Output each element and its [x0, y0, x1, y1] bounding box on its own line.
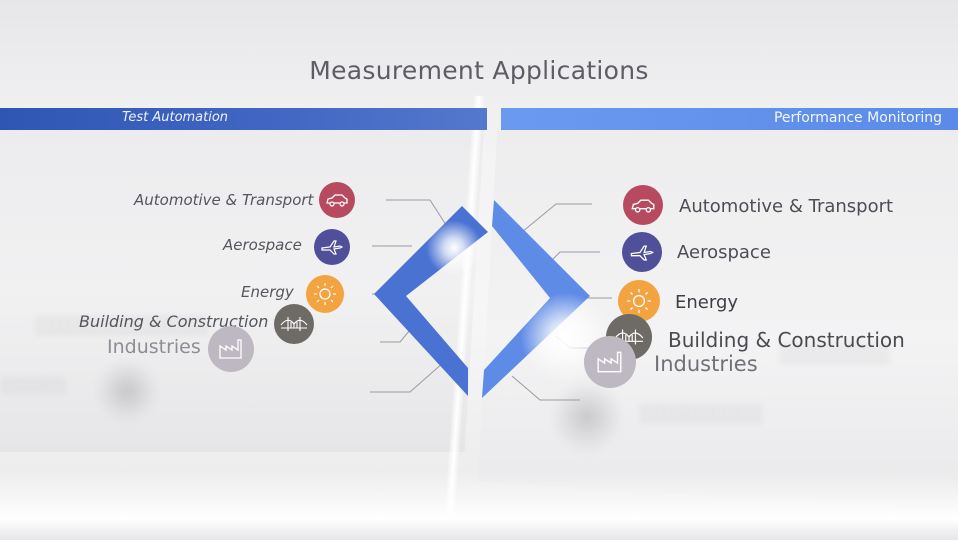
car-icon — [326, 194, 348, 207]
left-aerospace-icon-circle — [314, 229, 350, 265]
sun-icon — [314, 283, 336, 305]
bridge-icon — [280, 317, 308, 331]
performance-monitoring-header: Performance Monitoring — [773, 110, 942, 126]
right-automotive-icon-circle — [623, 185, 663, 225]
test-automation-header-bar — [0, 108, 487, 130]
right-aerospace-icon-circle — [622, 232, 662, 272]
blurred-ghost-label: ░░░░░░░░ — [780, 344, 891, 365]
right-label-automotive: Automotive & Transport — [679, 196, 894, 217]
left-label-building: Building & Construction — [79, 312, 269, 331]
left-automotive-icon-circle — [319, 182, 355, 218]
factory-icon — [219, 339, 242, 359]
lens-flare — [426, 220, 482, 276]
airplane-icon — [630, 244, 654, 261]
sun-icon — [627, 289, 651, 313]
blurred-ghost-icon — [98, 362, 156, 420]
blurred-ghost-label: ░░░░░░ — [2, 378, 67, 394]
performance-monitoring-header-bar — [501, 108, 958, 130]
airplane-icon — [321, 240, 343, 255]
right-label-building: Building & Construction — [668, 328, 905, 352]
right-label-energy: Energy — [675, 292, 739, 313]
slide-title: Measurement Applications — [309, 56, 649, 85]
left-label-energy: Energy — [241, 283, 294, 301]
blurred-ghost-label: ░░░░░░░░░░░░░░ — [36, 316, 209, 335]
right-industries-icon-circle — [584, 336, 636, 388]
right-chevron — [482, 200, 590, 398]
car-icon — [631, 198, 655, 213]
right-label-aerospace: Aerospace — [677, 242, 771, 263]
left-energy-icon-circle — [306, 275, 344, 313]
left-industries-icon-circle — [208, 326, 254, 372]
right-label-industries: Industries — [654, 352, 758, 376]
blurred-ghost-label: ░░░░░░░░░░ — [640, 404, 764, 423]
left-building-icon-circle — [274, 304, 314, 344]
blurred-ghost-icon — [554, 384, 620, 450]
floor-reflection — [0, 470, 958, 540]
left-label-industries: Industries — [107, 336, 201, 358]
left-label-aerospace: Aerospace — [223, 236, 302, 254]
factory-icon — [597, 351, 622, 373]
test-automation-header: Test Automation — [122, 110, 229, 125]
left-label-automotive: Automotive & Transport — [134, 191, 314, 209]
